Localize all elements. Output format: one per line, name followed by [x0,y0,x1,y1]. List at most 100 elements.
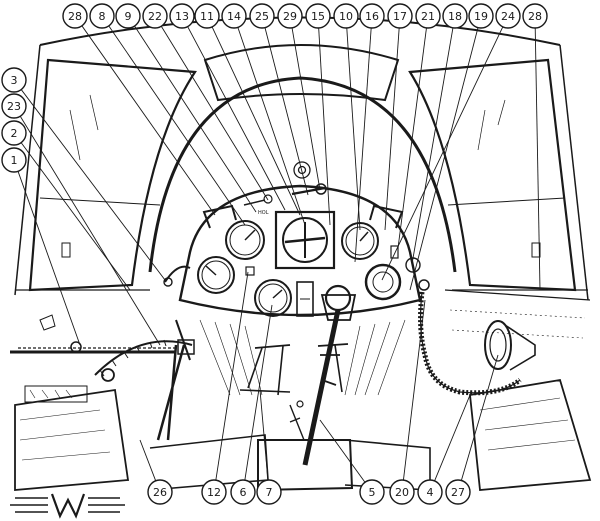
leader-line [139,439,157,481]
leader-line [215,271,249,481]
callout-circle [115,3,141,29]
callout-circle [194,3,220,29]
callout-number: 1 [11,154,18,167]
callout-circle [468,3,494,29]
leader-line [259,389,269,481]
canopy-frame [14,16,589,301]
callout-18: 18 [442,3,468,29]
callout-number: 10 [339,10,353,23]
gauge-rpm [197,256,235,294]
callout-26: 26 [147,479,173,505]
callout-number: 27 [451,486,465,499]
callout-circle [417,479,443,505]
callout-circle [333,3,359,29]
callout-circle [221,3,247,29]
rudder-pedal-frame [239,343,349,396]
callout-number: 15 [311,10,325,23]
callout-number: 13 [175,10,189,23]
leader-line [434,394,471,482]
callout-13: 13 [169,3,195,29]
callout-number: 11 [200,10,214,23]
right-side-window [408,58,577,292]
cockpit-floor [15,289,588,492]
leader-line [244,304,273,481]
switch-hol-label: HOL [258,210,269,216]
callout-circle [277,3,303,29]
panel-handle-left [202,204,237,229]
leader-line [17,171,81,346]
callout-29: 29 [277,3,303,29]
callout-circle [1,147,27,173]
callout-number: 25 [255,10,269,23]
callout-1: 1 [1,147,27,173]
leader-line [264,27,309,196]
leader-line [108,25,246,226]
callout-number: 20 [395,486,409,499]
leader-lines [17,25,541,483]
right-side-panel [444,289,592,491]
callout-circle [415,3,441,29]
callout-circle [201,479,227,505]
callout-9: 9 [115,3,141,29]
leader-line [409,27,479,291]
callout-circle [230,479,256,505]
manufacturer-logo-icon [10,493,125,519]
callout-circle [169,3,195,29]
throttle-quadrant [10,265,195,441]
right-microphone [484,320,536,371]
callout-number: 9 [125,10,132,23]
left-side-window [28,58,197,292]
callout-number: 28 [528,10,542,23]
callout-number: 7 [266,486,273,499]
gauge-climb [254,279,292,317]
leader-line [384,27,400,231]
callout-number: 2 [11,127,18,140]
leader-line [460,354,499,481]
leader-line [534,27,541,291]
leader-line [346,27,361,231]
leader-line [397,27,427,249]
callout-circle [359,479,385,505]
panel-handle-right [369,204,404,229]
leader-line [354,27,372,263]
callout-28: 28 [522,3,548,29]
callout-24: 24 [495,3,521,29]
callout-15: 15 [305,3,331,29]
callout-circle [142,3,168,29]
callout-16: 16 [359,3,385,29]
callout-12: 12 [201,479,227,505]
gauge-airspeed [225,220,265,260]
leader-line [319,419,366,483]
callout-number: 14 [227,10,241,23]
callout-number: 21 [421,10,435,23]
gauge-compass [364,263,402,301]
callout-27: 27 [445,479,471,505]
callout-8: 8 [89,3,115,29]
leader-line [318,27,331,226]
callout-circle [387,3,413,29]
callout-2: 2 [1,120,27,146]
callout-14: 14 [221,3,247,29]
callout-25: 25 [249,3,275,29]
callout-number: 3 [11,74,18,87]
leader-line [237,27,306,226]
top-windscreen [203,44,400,102]
callout-28: 28 [62,3,88,29]
callout-22: 22 [142,3,168,29]
leader-line [19,116,161,346]
callout-11: 11 [194,3,220,29]
callout-number: 24 [501,10,515,23]
callout-20: 20 [389,479,415,505]
callout-number: 23 [7,100,21,113]
callout-circle [62,3,88,29]
callout-circle [147,479,173,505]
callout-circle [249,3,275,29]
callout-21: 21 [415,3,441,29]
leader-line [160,25,269,201]
callout-number: 19 [474,10,488,23]
callout-23: 23 [1,93,27,119]
callout-number: 29 [283,10,297,23]
